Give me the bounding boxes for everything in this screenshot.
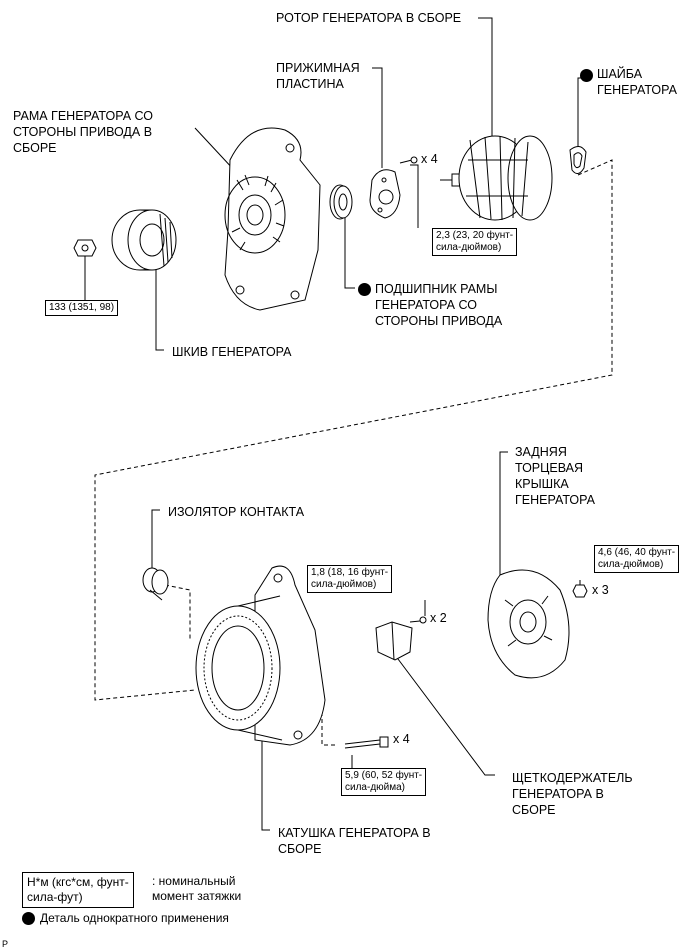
rotor-label: РОТОР ГЕНЕРАТОРА В СБОРЕ (276, 11, 462, 25)
retainer-plate-label: ПРИЖИМНАЯ ПЛАСТИНА (276, 61, 360, 91)
leader-brush-holder (394, 654, 495, 776)
brush-holder-drawing (375, 621, 413, 661)
washer-drawing (569, 146, 587, 174)
insulator-label: ИЗОЛЯТОР КОНТАКТА (168, 505, 305, 519)
leader-plate-screw (410, 164, 419, 228)
insulator-drawing (142, 567, 169, 601)
washer-label: ШАЙБА ГЕНЕРАТОРА (597, 67, 677, 97)
leader-pulley (155, 255, 164, 351)
leader-coil (261, 738, 270, 831)
rear-cover-drawing (487, 569, 570, 679)
leader-washer (577, 77, 588, 150)
qty-brush-screw: x 2 (430, 611, 447, 625)
legend-single-use-text: Деталь однократного применения (40, 911, 229, 925)
rotor-drawing (440, 135, 553, 221)
bearing-label: ПОДШИПНИК РАМЫ ГЕНЕРАТОРА СО СТОРОНЫ ПРИ… (375, 282, 503, 328)
insulator-dashed-line (164, 584, 191, 640)
bearing-drawing (329, 184, 353, 220)
qty-through-bolt: x 4 (393, 732, 410, 746)
single-use-dot-washer (580, 69, 593, 82)
brush-screw-drawing (409, 616, 427, 624)
single-use-dot-bearing (358, 283, 371, 296)
retainer-plate-drawing (369, 169, 401, 219)
plate-screw-drawing (399, 156, 418, 164)
drive-frame-drawing (224, 127, 321, 311)
coil-label: КАТУШКА ГЕНЕРАТОРА В СБОРЕ (278, 826, 431, 856)
qty-rear-nut: x 3 (592, 583, 609, 597)
brush-holder-label: ЩЕТКОДЕРЖАТЕЛЬ ГЕНЕРАТОРА В СБОРЕ (512, 771, 633, 817)
alignment-dashed-line (94, 159, 613, 701)
torque-pulley-nut: 133 (1351, 98) (45, 300, 119, 316)
leader-rotor (478, 17, 493, 138)
leader-rear-cover (499, 451, 508, 580)
torque-through-bolt: 5,9 (60, 52 фунт- сила-дюйма) (341, 768, 427, 796)
drive-frame-label: РАМА ГЕНЕРАТОРА СО СТОРОНЫ ПРИВОДА В СБО… (13, 109, 153, 155)
legend-unit-box: Н*м (кгс*см, фунт- сила-фут) (22, 872, 134, 908)
leader-plate (372, 67, 383, 168)
legend-unit-description: : номинальный момент затяжки (152, 874, 242, 903)
torque-rear-nut: 4,6 (46, 40 фунт- сила-дюймов) (594, 545, 680, 573)
leader-bearing (344, 205, 355, 289)
coil-drawing (195, 565, 326, 746)
pulley-drawing (111, 209, 177, 271)
torque-brush-screw: 1,8 (18, 16 фунт- сила-дюймов) (307, 565, 393, 593)
pulley-nut-drawing (73, 239, 97, 257)
leader-insulator (151, 509, 160, 570)
corner-mark: P (2, 939, 9, 949)
rear-nut-drawing (572, 584, 588, 598)
qty-plate-screw: x 4 (421, 152, 438, 166)
torque-plate-screw: 2,3 (23, 20 фунт- сила-дюймов) (432, 228, 518, 256)
through-bolt-drawing (344, 736, 389, 749)
pulley-label: ШКИВ ГЕНЕРАТОРА (172, 345, 292, 359)
rear-cover-label: ЗАДНЯЯ ТОРЦЕВАЯ КРЫШКА ГЕНЕРАТОРА (515, 445, 595, 507)
legend-single-use-dot (22, 912, 35, 925)
